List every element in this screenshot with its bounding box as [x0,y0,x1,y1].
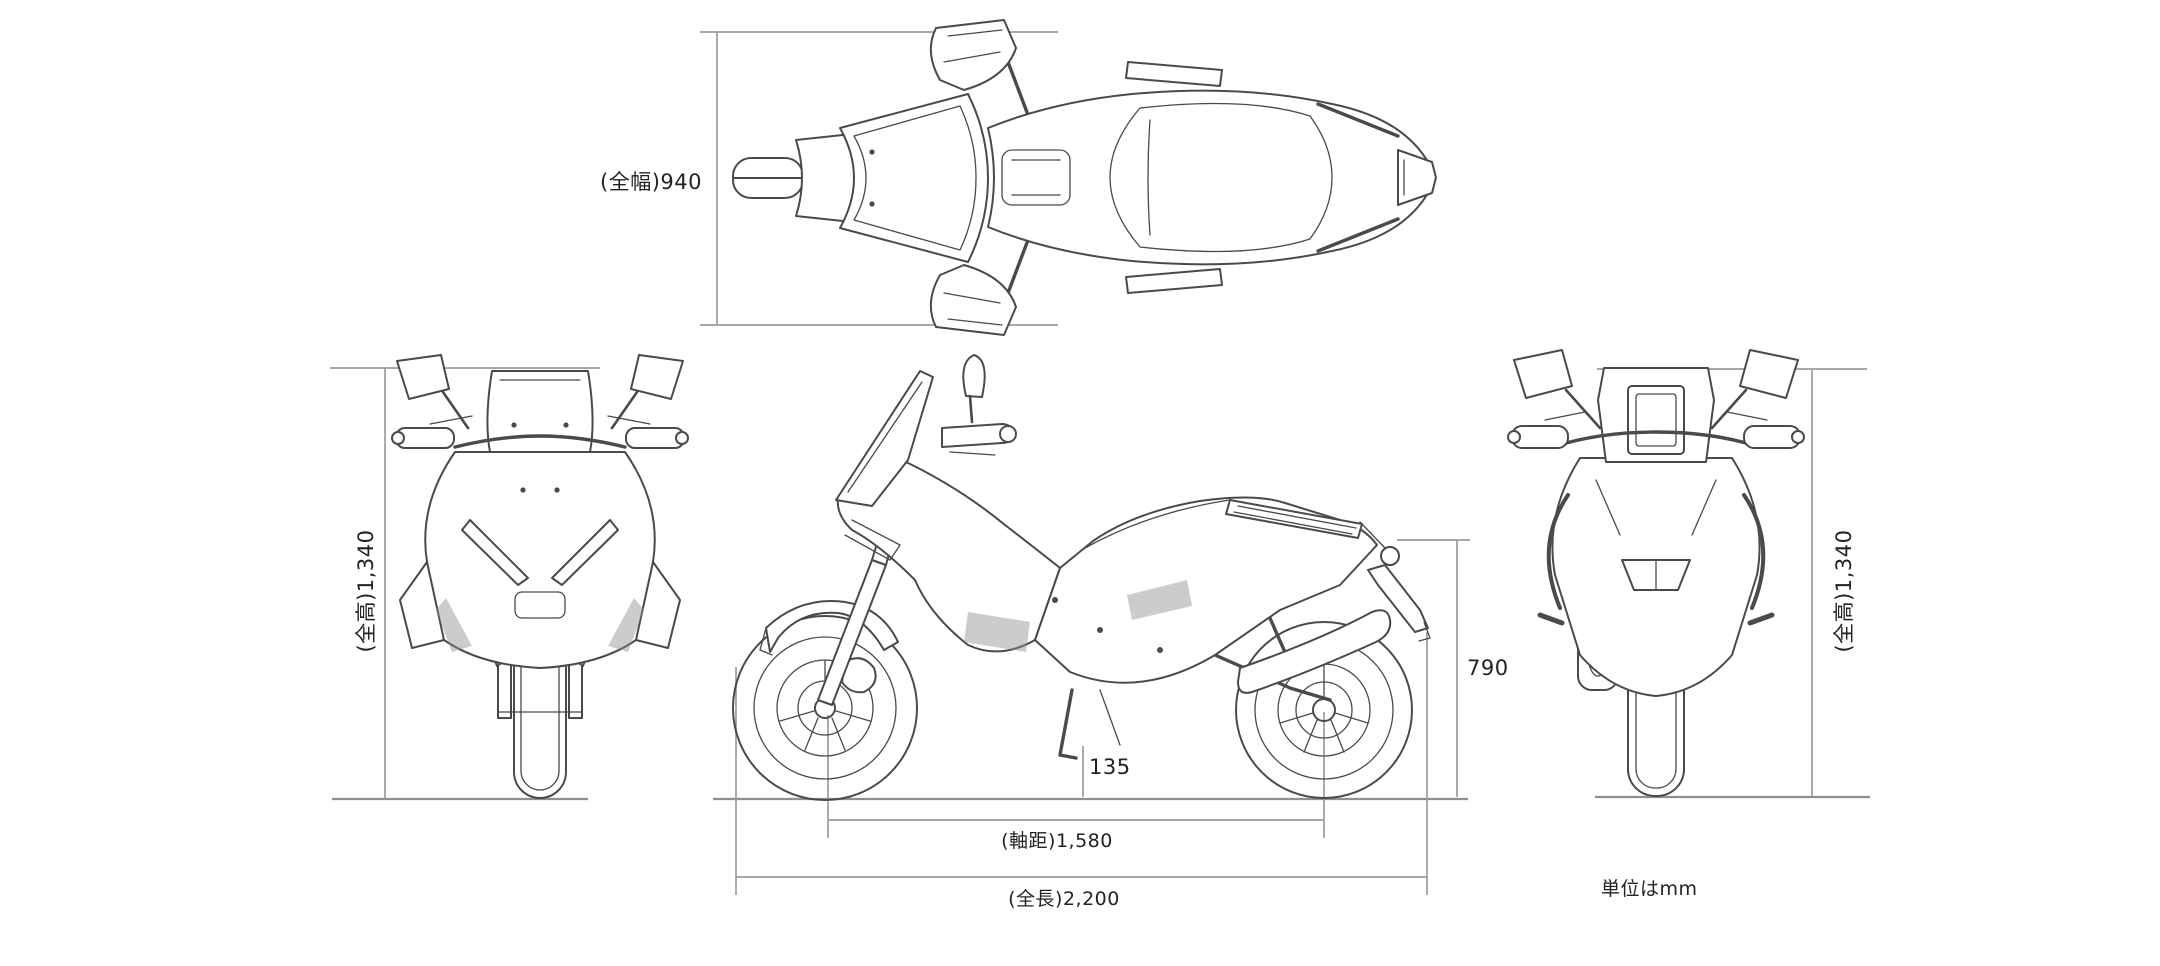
overall-height-front-dimension [330,367,600,801]
rear-view-drawing [1507,349,1805,797]
ground-clearance-label: 135 [1089,755,1131,779]
wheelbase-label: (軸距)1,580 [1001,830,1113,852]
overall-height-rear-label: (全高)1,340 [1832,529,1856,653]
overall-length-label: (全長)2,200 [1008,888,1120,910]
units-note: 単位はmm [1601,878,1698,900]
top-view-drawing [732,19,1437,336]
seat-height-label: 790 [1467,656,1509,680]
front-view-drawing [391,354,689,799]
overall-width-label: (全幅)940 [600,170,702,194]
side-view-drawing [732,354,1431,801]
overall-height-front-label: (全高)1,340 [354,529,378,653]
